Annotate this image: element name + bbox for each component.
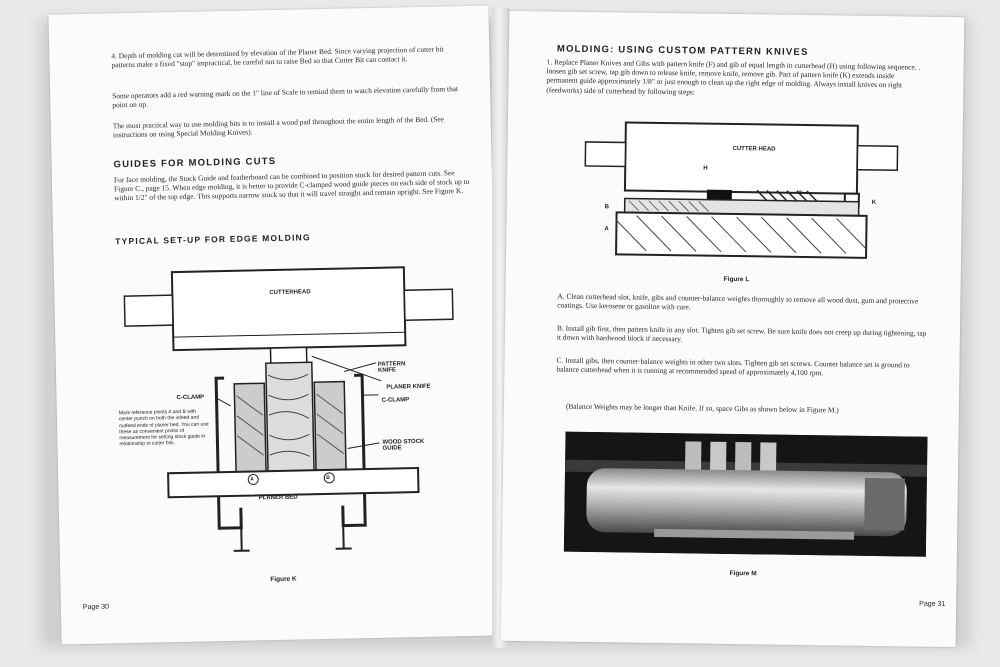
label-k: K xyxy=(871,199,877,206)
label-cutter-head: CUTTER HEAD xyxy=(732,145,776,153)
item-1: 1. Replace Planer Knives and Gibs with p… xyxy=(546,57,921,97)
paragraph-warning-mark: Some operators add a red warning mark on… xyxy=(112,84,459,110)
figure-m-photo xyxy=(563,431,928,557)
label-b: B xyxy=(604,204,610,211)
heading-molding-custom-knives: MOLDING: USING CUSTOM PATTERN KNIVES xyxy=(556,43,809,59)
page-number-right: Page 31 xyxy=(919,600,946,608)
cutterhead-photo-illustration xyxy=(563,431,928,557)
label-c-clamp-left: C-CLAMP xyxy=(176,394,205,402)
step-b: B. Install gib first, then pattern knife… xyxy=(556,323,927,344)
figure-k-caption: Figure K xyxy=(270,575,297,584)
item-4: 4. Depth of molding cut will be determin… xyxy=(111,44,444,70)
label-pattern-knife: PATTERN KNIFE xyxy=(377,361,406,374)
label-planer-knife: PLANER KNIFE xyxy=(386,383,431,391)
step-c: C. Install gibs, then counter-balance we… xyxy=(556,355,910,378)
label-cutterhead: CUTTERHEAD xyxy=(269,289,311,297)
heading-typical-setup: TYPICAL SET-UP FOR EDGE MOLDING xyxy=(115,232,311,247)
label-point-b: B xyxy=(326,474,330,481)
left-page: 4. Depth of molding cut will be determin… xyxy=(48,5,502,645)
figure-l-caption: Figure L xyxy=(723,275,750,284)
figure-k-diagram xyxy=(123,266,454,552)
label-h: H xyxy=(703,165,708,172)
page-number-left: Page 30 xyxy=(82,603,110,612)
balance-weights-note: (Balance Weights may be longer than Knif… xyxy=(565,401,839,415)
label-planer-bed: PLANER BED xyxy=(258,494,298,502)
label-c-clamp-right: C-CLAMP xyxy=(381,397,410,404)
step-a: A. Clean cutterhead slot, knife, gibs an… xyxy=(557,291,919,312)
right-page: MOLDING: USING CUSTOM PATTERN KNIVES 1. … xyxy=(500,10,965,648)
label-point-a: A xyxy=(250,476,254,483)
figure-m-caption: Figure M xyxy=(729,569,757,578)
label-f: F xyxy=(798,190,803,197)
heading-guides-for-molding-cuts: GUIDES FOR MOLDING CUTS xyxy=(113,155,277,171)
figure-k-note: Mark reference points A and B with cente… xyxy=(118,408,209,448)
paragraph-wood-pad: The most practical way to use molding bi… xyxy=(112,114,445,140)
paragraph-guides: For face molding, the Stock Guide and fe… xyxy=(113,168,470,203)
figure-l-diagram xyxy=(584,121,899,259)
label-wood-stock-guide: WOOD STOCK GUIDE xyxy=(382,438,425,452)
label-a: A xyxy=(604,226,609,233)
